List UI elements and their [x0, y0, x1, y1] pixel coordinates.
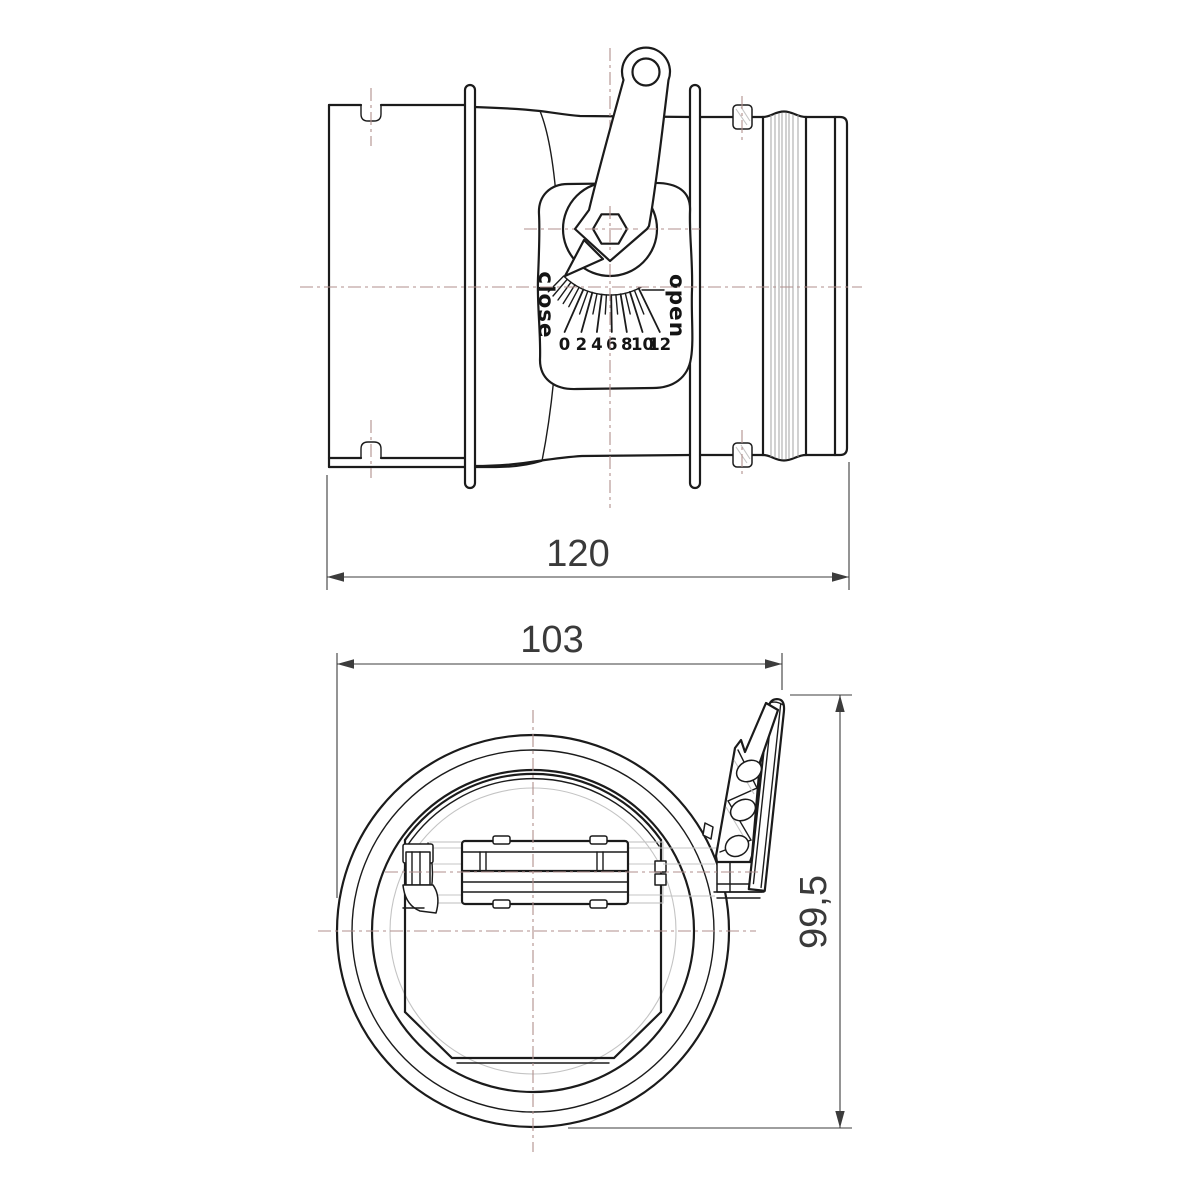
length-dimension-label: 120 — [546, 533, 609, 575]
scale-number: 10 — [631, 335, 654, 354]
seat-arc-outer — [403, 772, 663, 842]
connector-right — [698, 104, 849, 468]
arrowhead-left — [327, 572, 344, 582]
dimension-length: 120 — [326, 462, 850, 590]
scale-number: 6 — [606, 335, 617, 354]
scale-tick — [557, 281, 572, 301]
front-view-drawing: 103 99,5 — [318, 619, 852, 1152]
blade-hinge-left — [402, 842, 439, 914]
seat-arc-inner — [406, 777, 660, 847]
scale-tick — [568, 286, 580, 308]
side-view-drawing: close open 0 2 4 6 8 10 12 — [300, 46, 862, 590]
scale-tick — [624, 292, 631, 315]
scale-tick — [563, 288, 585, 333]
height-dimension-label: 99,5 — [793, 875, 835, 949]
damper-lever-arm — [573, 46, 672, 263]
scale-tick — [596, 293, 603, 333]
end-cap — [833, 115, 849, 457]
scale-tick — [562, 284, 576, 305]
scale-tick — [580, 291, 594, 333]
scale-close-label: close — [533, 271, 558, 338]
blade-stop — [492, 835, 511, 845]
scale-ticks — [547, 275, 661, 333]
damper-blade — [429, 835, 664, 909]
blade-stop — [492, 899, 511, 909]
width-dimension-label: 103 — [520, 619, 583, 661]
lever-hole — [631, 57, 661, 87]
arrowhead-right — [832, 572, 849, 582]
scale-tick — [619, 293, 628, 333]
scale-number: 4 — [591, 335, 602, 354]
arrowhead-right — [765, 659, 782, 669]
seal-ribs — [770, 113, 799, 459]
spigot-notch-bottom — [360, 441, 382, 459]
bracket-hole — [735, 759, 763, 783]
scale-tick — [637, 287, 661, 333]
scale-tick — [610, 294, 613, 333]
scale-tick — [552, 278, 568, 297]
scale-tick — [633, 289, 645, 315]
hidden-links — [663, 847, 717, 897]
bracket-hole — [729, 798, 757, 822]
scale-tick — [604, 294, 608, 315]
blade-stop — [589, 835, 608, 845]
dimension-width: 103 — [336, 619, 783, 898]
scale-number: 0 — [559, 335, 570, 354]
blade-stop — [589, 899, 608, 909]
scale-open-label: open — [664, 274, 689, 338]
centerline-hex-overlay — [585, 206, 638, 254]
foot-tab — [702, 822, 714, 840]
arrowhead-top — [835, 695, 845, 712]
front-view-centerlines — [318, 710, 758, 1152]
dimension-height: 99,5 — [568, 694, 852, 1129]
arrowhead-bottom — [835, 1111, 845, 1128]
scale-tick — [592, 293, 598, 315]
bracket-hole — [724, 834, 750, 858]
spigot-left — [327, 103, 543, 469]
scale-tick — [578, 290, 589, 315]
side-view-centerlines — [300, 48, 862, 508]
scale-numbers: 0 2 4 6 8 10 12 — [559, 335, 671, 354]
scale-number: 2 — [576, 335, 587, 354]
scale-number: 12 — [648, 335, 671, 354]
handle-quadrant-bracket — [714, 701, 780, 864]
arrowhead-left — [337, 659, 354, 669]
scale-tick — [547, 275, 565, 293]
scale-number: 8 — [621, 335, 632, 354]
lever-pointer — [563, 238, 605, 278]
scale-tick — [629, 290, 644, 333]
scale-tick — [615, 294, 619, 315]
